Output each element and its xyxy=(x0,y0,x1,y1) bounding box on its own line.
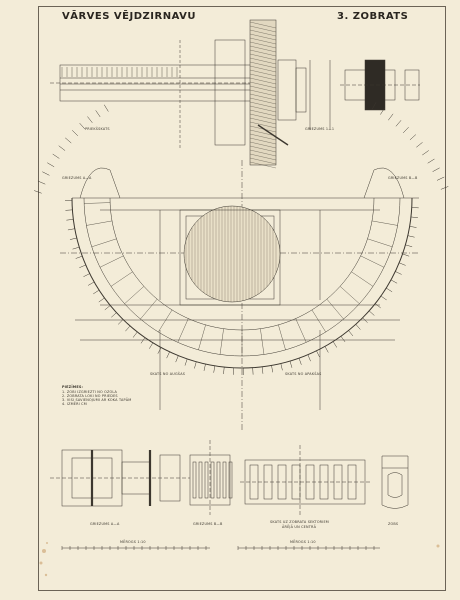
sheet-title: VĀRVES VĒJDZIRNAVU xyxy=(62,11,196,22)
note-line: 4. IZMĒRI CM xyxy=(62,402,87,406)
note-line: 2. ZOBRATA LOKI NO PRIEDES xyxy=(62,394,118,398)
view-label-bottom-mid: SKATS UZ ZOBRATA SEKTORIEM xyxy=(270,520,329,524)
scale-label-left: MĒROGS 1:10 xyxy=(120,540,146,544)
view-label-plan-right: SKATS NO APAKŠAS xyxy=(285,372,322,376)
notes-block: PIEZĪMES: 1. ZOBI IZGRIEZTI NO OZOLA 2. … xyxy=(62,385,131,406)
paper-stains xyxy=(39,542,440,577)
view-label-bottom-mid-sub: ĀRĒJĀ UN CENTRĀ xyxy=(282,525,317,529)
bottom-section-a xyxy=(50,449,190,507)
view-label-plan-left: SKATS NO AUGŠAS xyxy=(150,372,186,376)
sheet-border xyxy=(38,6,446,591)
bottom-section-b xyxy=(189,440,233,515)
note-line: 1. ZOBI IZGRIEZTI NO OZOLA xyxy=(62,390,118,394)
bottom-mid-view xyxy=(240,445,370,515)
view-label-section-1-1: GRIEZUMS 1—1 xyxy=(305,127,335,131)
sheet-number-title: 3. ZOBRATS xyxy=(337,11,409,22)
note-line: 3. VISI SAVIENOJUMI AR KOKA TAPĀM xyxy=(62,398,132,402)
gear-plan-view xyxy=(34,102,449,430)
notes-heading: PIEZĪMES: xyxy=(62,385,84,389)
view-label-section-a: GRIEZUMS A—A xyxy=(62,176,92,180)
section-1-1 xyxy=(277,59,420,130)
view-label-section-b: GRIEZUMS B—B xyxy=(388,176,418,180)
tooth-detail xyxy=(381,455,409,509)
view-label-tooth: ZOBS xyxy=(388,522,399,526)
view-label-bottom-a: GRIEZUMS A—A xyxy=(90,522,120,526)
scale-label-right: MĒROGS 1:10 xyxy=(290,540,316,544)
view-label-bottom-b: GRIEZUMS B—B xyxy=(193,522,223,526)
scale-bar-right xyxy=(237,546,380,550)
view-label-front: PRIEKŠSKATS xyxy=(85,127,110,131)
top-front-view xyxy=(50,19,289,169)
scale-bar-left xyxy=(61,546,210,550)
